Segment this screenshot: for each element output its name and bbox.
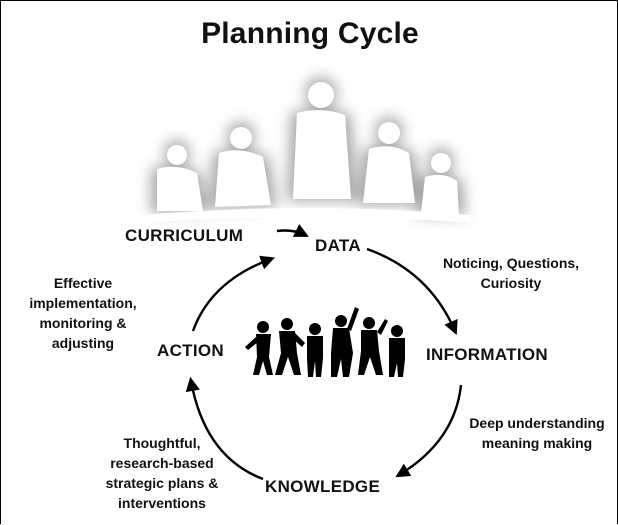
note-line: Thoughtful, — [123, 435, 201, 451]
stage-curriculum: CURRICULUM — [125, 226, 244, 245]
note-line: meaning making — [481, 435, 593, 451]
page-title: Planning Cycle — [201, 17, 419, 50]
note-line: Noticing, Questions, — [442, 255, 580, 271]
stage-data: DATA — [315, 236, 361, 255]
note-line: monitoring & — [39, 315, 127, 331]
note-line: interventions — [118, 495, 206, 511]
stage-action: ACTION — [157, 341, 224, 360]
note-line: Deep understanding — [469, 415, 605, 431]
arrow-curriculum-to-data — [276, 224, 309, 237]
arrow-knowledge-to-action — [185, 376, 264, 481]
adults-meeting-silhouette — [141, 77, 471, 223]
stage-knowledge: KNOWLEDGE — [265, 477, 381, 496]
note-data-to-information: Noticing, Questions, Curiosity — [431, 253, 591, 293]
stage-information: INFORMATION — [426, 345, 548, 364]
note-line: Effective — [53, 275, 113, 291]
note-information-to-knowledge: Deep understanding meaning making — [459, 413, 615, 453]
arrow-information-to-knowledge — [395, 384, 463, 478]
arrow-action-to-curriculum — [191, 255, 276, 332]
children-silhouettes — [245, 307, 405, 377]
note-line: research-based — [110, 455, 214, 471]
note-line: Curiosity — [480, 275, 542, 291]
arrow-data-to-information — [366, 247, 458, 335]
note-line: strategic plans & — [105, 475, 219, 491]
cycle-arrows — [185, 224, 463, 481]
note-line: implementation, — [29, 295, 137, 311]
note-line: adjusting — [51, 335, 115, 351]
note-knowledge-to-action: Thoughtful, research-based strategic pla… — [87, 433, 237, 513]
note-action-to-curriculum: Effective implementation, monitoring & a… — [23, 273, 143, 353]
